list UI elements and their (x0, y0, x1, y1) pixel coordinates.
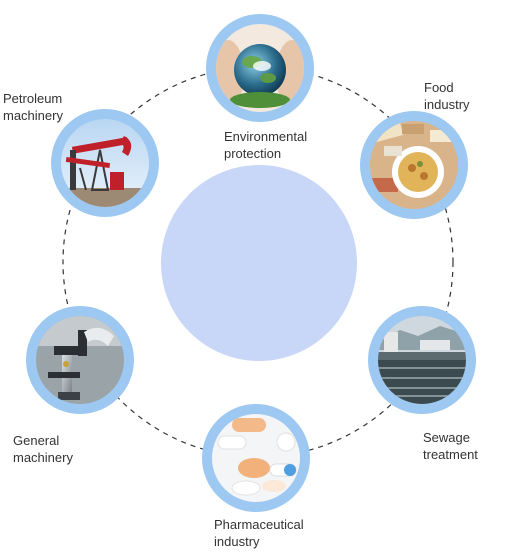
sewage-plant-photo-icon (378, 316, 466, 404)
robot-arm-photo-icon (36, 316, 124, 404)
food-industry-node[interactable] (360, 111, 468, 219)
label-environmental-protection: Environmental protection (224, 129, 308, 161)
label-general-machinery: General machinery (13, 433, 73, 465)
oil-pumpjack-photo-icon (61, 119, 149, 207)
dashed-orbit (62, 66, 454, 458)
label-sewage-treatment: Sewage treatment (423, 430, 478, 462)
center-circle (161, 165, 357, 361)
label-petroleum-machinery: Petroleum machinery (3, 91, 63, 123)
pills-photo-icon (212, 414, 300, 502)
pharmaceutical-industry-node[interactable] (202, 404, 310, 512)
general-machinery-node[interactable] (26, 306, 134, 414)
label-food-industry: Food industry (424, 80, 470, 112)
environmental-protection-node[interactable] (206, 14, 314, 122)
label-pharmaceutical-industry: Pharmaceutical industry (214, 517, 304, 549)
petroleum-machinery-node[interactable] (51, 109, 159, 217)
sewage-treatment-node[interactable] (368, 306, 476, 414)
food-platter-photo-icon (370, 121, 458, 209)
